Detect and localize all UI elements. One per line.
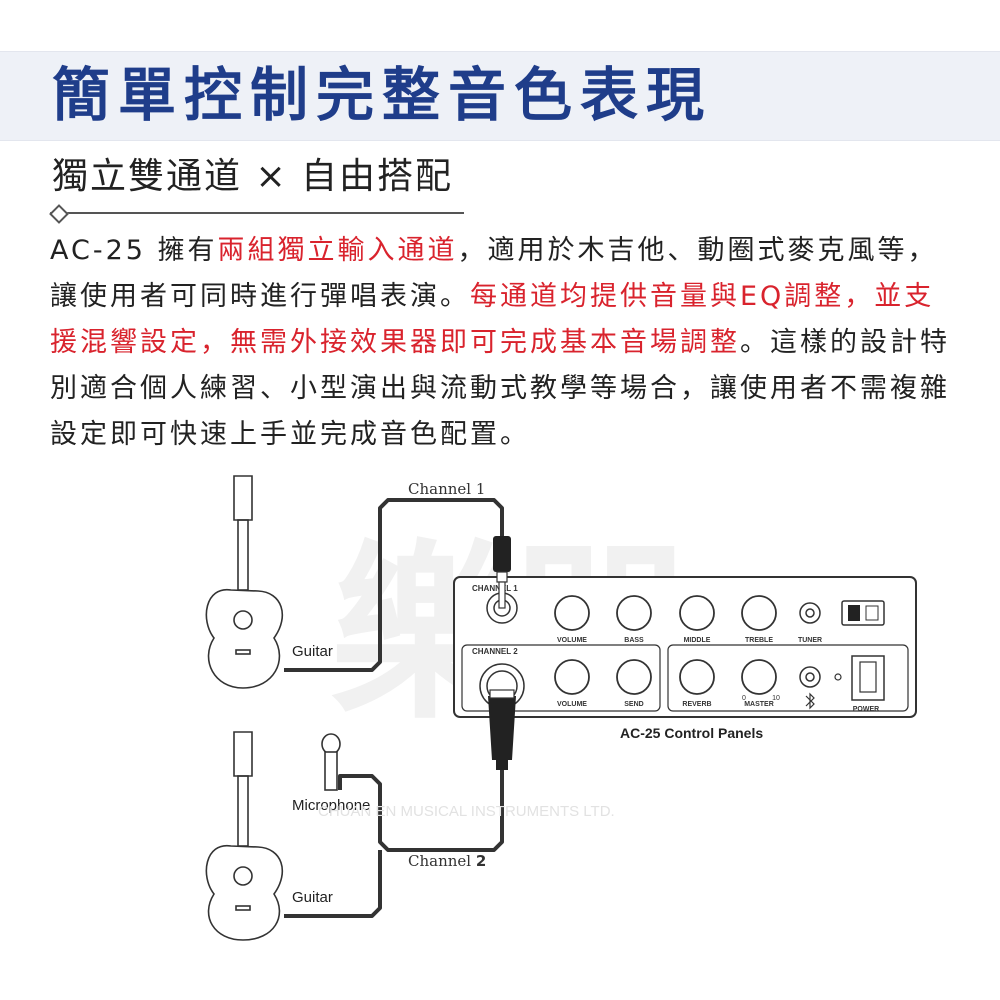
microphone-label: Microphone xyxy=(292,797,370,814)
microphone-icon xyxy=(321,733,341,791)
knob-master xyxy=(741,659,777,695)
description-text: 。這樣的設計特別適合個人練習、小型演出與流動式教學等場合，讓使用者不需複雜設定即… xyxy=(50,327,950,450)
power-led-icon xyxy=(834,673,842,681)
guitar-2-icon xyxy=(205,731,284,941)
label-send: SEND xyxy=(624,701,643,708)
tuner-display-icon xyxy=(841,600,885,626)
knob-middle xyxy=(679,595,715,631)
tuner-jack-icon xyxy=(799,602,821,624)
label-volume-2: VOLUME xyxy=(557,701,587,708)
guitar-2-label: Guitar xyxy=(292,889,333,906)
panel-caption: AC-25 Control Panels xyxy=(620,725,763,741)
knob-reverb xyxy=(679,659,715,695)
control-panel xyxy=(453,576,917,718)
guitar-1-label: Guitar xyxy=(292,643,333,660)
channel-2-label-text: Channel xyxy=(408,852,476,870)
label-volume-1: VOLUME xyxy=(557,637,587,644)
cable-channel-1 xyxy=(284,498,504,672)
label-bass: BASS xyxy=(624,637,644,644)
knob-volume-2 xyxy=(554,659,590,695)
bluetooth-icon xyxy=(805,692,815,710)
subheading: 獨立雙通道 × 自由搭配 xyxy=(52,156,454,197)
label-middle: MIDDLE xyxy=(684,637,711,644)
channel-2-xlr-plug xyxy=(488,689,516,770)
page-title: 簡單控制完整音色表現 xyxy=(52,61,713,129)
power-switch-icon xyxy=(851,655,885,701)
knob-bass xyxy=(616,595,652,631)
guitar-1-icon xyxy=(205,475,284,689)
aux-jack-icon xyxy=(799,666,821,688)
channel-1-label: Channel 1 xyxy=(408,480,485,498)
knob-treble xyxy=(741,595,777,631)
label-treble: TREBLE xyxy=(745,637,773,644)
divider-line xyxy=(50,212,464,214)
channel-1-plug xyxy=(493,536,511,609)
channel-2-label: Channel 2 xyxy=(408,852,486,870)
channel-2-label-number: 2 xyxy=(476,852,486,870)
connection-diagram: 樂 器 Guitar Guitar Microphone Channel 1 C… xyxy=(205,475,917,941)
highlight-dual-channel: 兩組獨立輸入通道 xyxy=(217,235,458,266)
description-text: AC-25 擁有 xyxy=(50,235,218,266)
label-master-max: 10 xyxy=(772,695,780,702)
panel-ch2-label: CHANNEL 2 xyxy=(472,647,518,656)
watermark-text: CHUAN EN MUSICAL INSTRUMENTS LTD. xyxy=(318,803,615,820)
label-master: MASTER xyxy=(744,701,774,708)
description-text: ，適用於木吉他、動圈式麥克風等，讓使用者可同時進行彈唱表演。 xyxy=(50,235,938,312)
title-banner xyxy=(0,51,1000,141)
label-master-min: 0 xyxy=(742,695,746,702)
divider-diamond-icon xyxy=(49,204,69,224)
highlight-eq-reverb: 每通道均提供音量與EQ調整，並支援混響設定，無需外接效果器即可完成基本音場調整 xyxy=(50,281,935,358)
description-paragraph: AC-25 擁有兩組獨立輸入通道，適用於木吉他、動圈式麥克風等，讓使用者可同時進… xyxy=(50,228,950,458)
cable-guitar-2 xyxy=(284,850,382,918)
label-reverb: REVERB xyxy=(682,701,711,708)
label-power: POWER xyxy=(853,706,879,713)
panel-ch1-label: CHANNEL 1 xyxy=(472,584,518,593)
knob-volume-1 xyxy=(554,595,590,631)
cable-microphone xyxy=(338,768,504,852)
knob-send xyxy=(616,659,652,695)
label-tuner: TUNER xyxy=(798,637,822,644)
